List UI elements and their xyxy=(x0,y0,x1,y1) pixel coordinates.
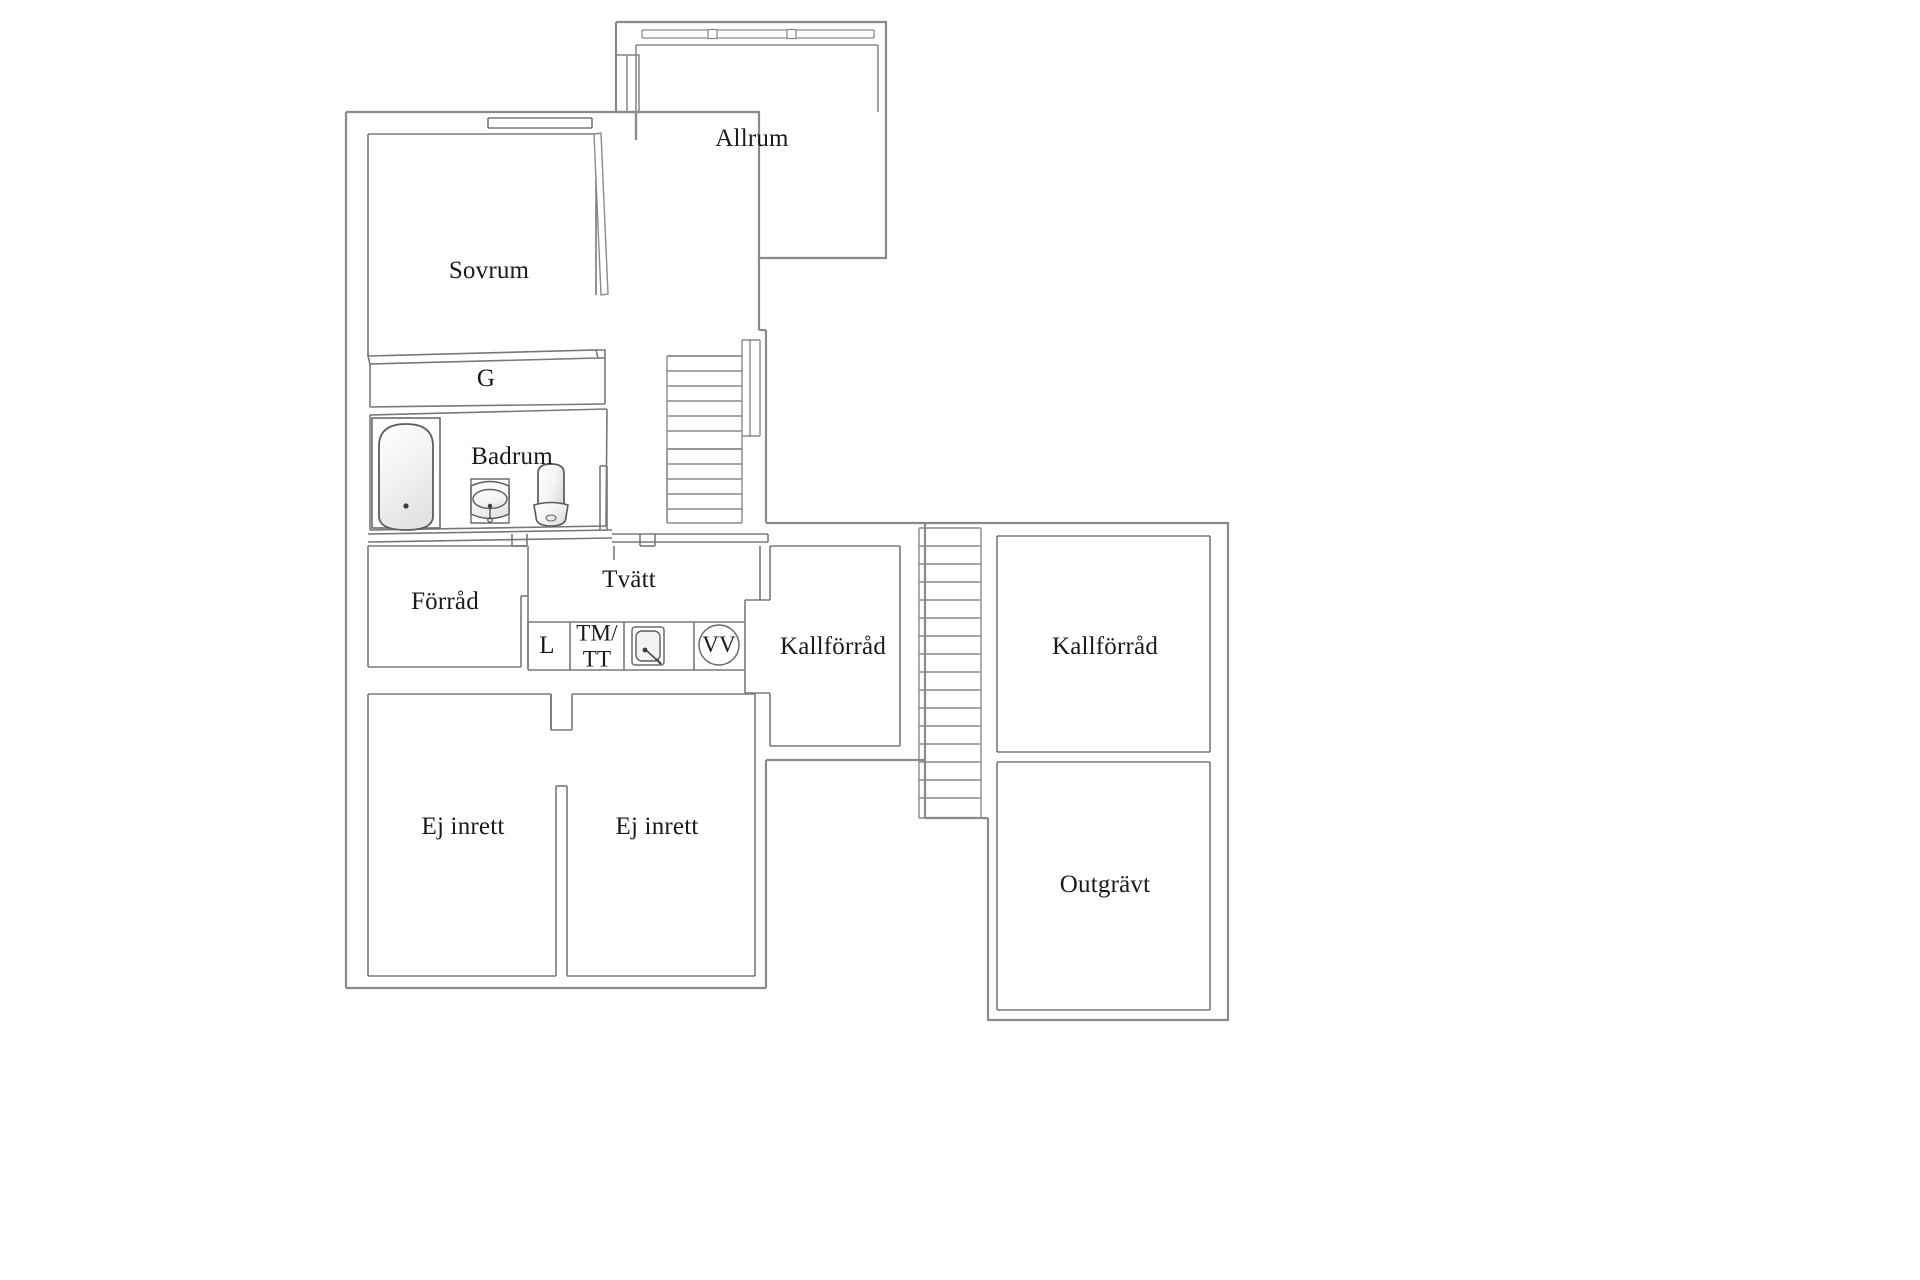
ej-inrett-walls xyxy=(367,693,756,977)
window-top xyxy=(641,28,875,40)
washbasin-icon xyxy=(470,478,510,524)
fixture-label-water-heater: VV xyxy=(702,632,736,658)
door-sovrum xyxy=(593,132,609,296)
allrum-entry-nook xyxy=(615,54,640,113)
room-label-badrum: Badrum xyxy=(471,443,553,470)
room-label-tvatt: Tvätt xyxy=(602,566,656,593)
stair-lower xyxy=(918,527,982,819)
room-label-ej-inrett-right: Ej inrett xyxy=(615,813,699,840)
garderob-walls xyxy=(366,349,606,408)
tvatt-walls xyxy=(612,533,770,694)
kallforrad-right-walls xyxy=(996,535,1211,753)
room-label-allrum: Allrum xyxy=(715,125,789,152)
kallforrad-left-walls xyxy=(769,545,901,747)
stair-upper xyxy=(666,339,761,524)
partition-stubs xyxy=(639,534,656,547)
room-label-ej-inrett-left: Ej inrett xyxy=(421,813,505,840)
toilet-icon xyxy=(533,463,569,527)
window-top-sill xyxy=(635,44,879,112)
room-label-forrad: Förråd xyxy=(411,588,479,615)
sovrum-walls xyxy=(367,117,597,356)
room-label-kallforrad-left: Kallförråd xyxy=(779,633,887,660)
room-label-garderob: G xyxy=(476,365,496,392)
fixture-label-laundry-machine: L xyxy=(539,632,555,659)
fixture-label-dryer: TM/ TT xyxy=(576,620,618,671)
room-label-sovrum: Sovrum xyxy=(448,257,530,284)
outgravt-walls xyxy=(996,761,1211,1011)
bathtub-icon xyxy=(371,417,441,531)
tvatt-appliances xyxy=(527,621,746,671)
room-label-outgravt: Outgrävt xyxy=(1059,871,1151,898)
room-label-kallforrad-right: Kallförråd xyxy=(1051,633,1159,660)
